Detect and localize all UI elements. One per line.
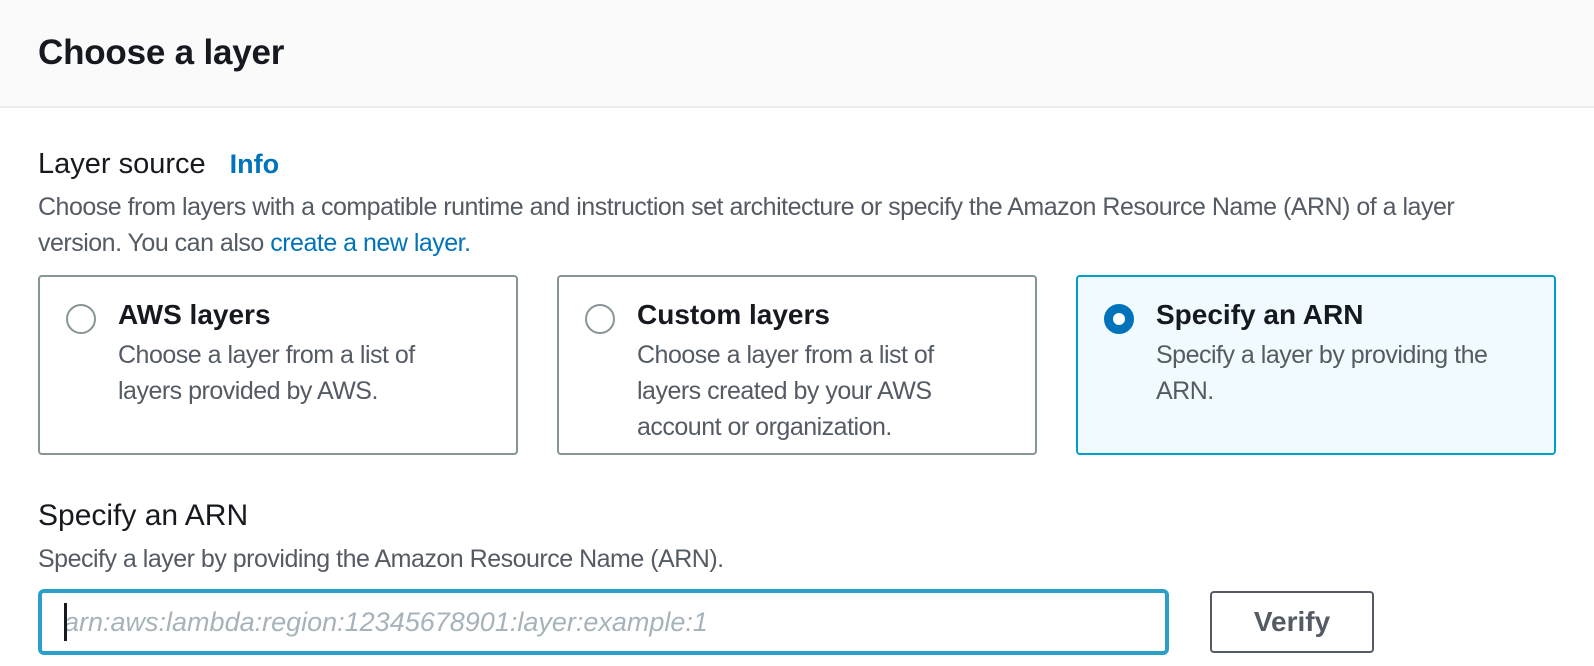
option-text: Specify an ARN Specify a layer by provid… bbox=[1156, 299, 1488, 453]
create-new-layer-link[interactable]: create a new layer. bbox=[270, 229, 471, 257]
radio-checked-icon[interactable] bbox=[1104, 304, 1134, 334]
arn-section-description: Specify a layer by providing the Amazon … bbox=[38, 545, 724, 573]
arn-section-title: Specify an ARN bbox=[38, 499, 249, 532]
panel-body: Layer source Info Choose from layers wit… bbox=[0, 148, 1594, 655]
radio-unchecked-icon[interactable] bbox=[66, 304, 96, 334]
info-link[interactable]: Info bbox=[229, 149, 280, 179]
text-caret bbox=[64, 603, 67, 641]
arn-input-wrap bbox=[38, 589, 1169, 655]
option-label: Specify an ARN bbox=[1156, 299, 1364, 330]
option-description: Specify a layer by providing the ARN. bbox=[1156, 341, 1488, 405]
option-tile-specify-an-arn[interactable]: Specify an ARN Specify a layer by provid… bbox=[1076, 275, 1556, 455]
verify-button[interactable]: Verify bbox=[1210, 591, 1374, 653]
panel-title: Choose a layer bbox=[38, 33, 285, 72]
layer-source-description-text: Choose from layers with a compatible run… bbox=[38, 193, 1455, 257]
option-label: AWS layers bbox=[118, 299, 271, 330]
layer-source-options: AWS layers Choose a layer from a list of… bbox=[38, 275, 1556, 455]
panel-header: Choose a layer bbox=[0, 0, 1594, 108]
option-description: Choose a layer from a list of layers pro… bbox=[118, 341, 415, 405]
option-description: Choose a layer from a list of layers cre… bbox=[637, 341, 934, 441]
option-text: Custom layers Choose a layer from a list… bbox=[637, 299, 934, 453]
arn-input-row: Verify bbox=[38, 589, 1556, 655]
layer-source-field-head: Layer source Info bbox=[38, 148, 1556, 181]
layer-source-label: Layer source bbox=[38, 148, 206, 180]
option-text: AWS layers Choose a layer from a list of… bbox=[118, 299, 415, 453]
option-tile-aws-layers[interactable]: AWS layers Choose a layer from a list of… bbox=[38, 275, 518, 455]
radio-unchecked-icon[interactable] bbox=[585, 304, 615, 334]
option-label: Custom layers bbox=[637, 299, 830, 330]
arn-input[interactable] bbox=[38, 589, 1169, 655]
layer-source-description: Choose from layers with a compatible run… bbox=[38, 189, 1556, 261]
option-tile-custom-layers[interactable]: Custom layers Choose a layer from a list… bbox=[557, 275, 1037, 455]
